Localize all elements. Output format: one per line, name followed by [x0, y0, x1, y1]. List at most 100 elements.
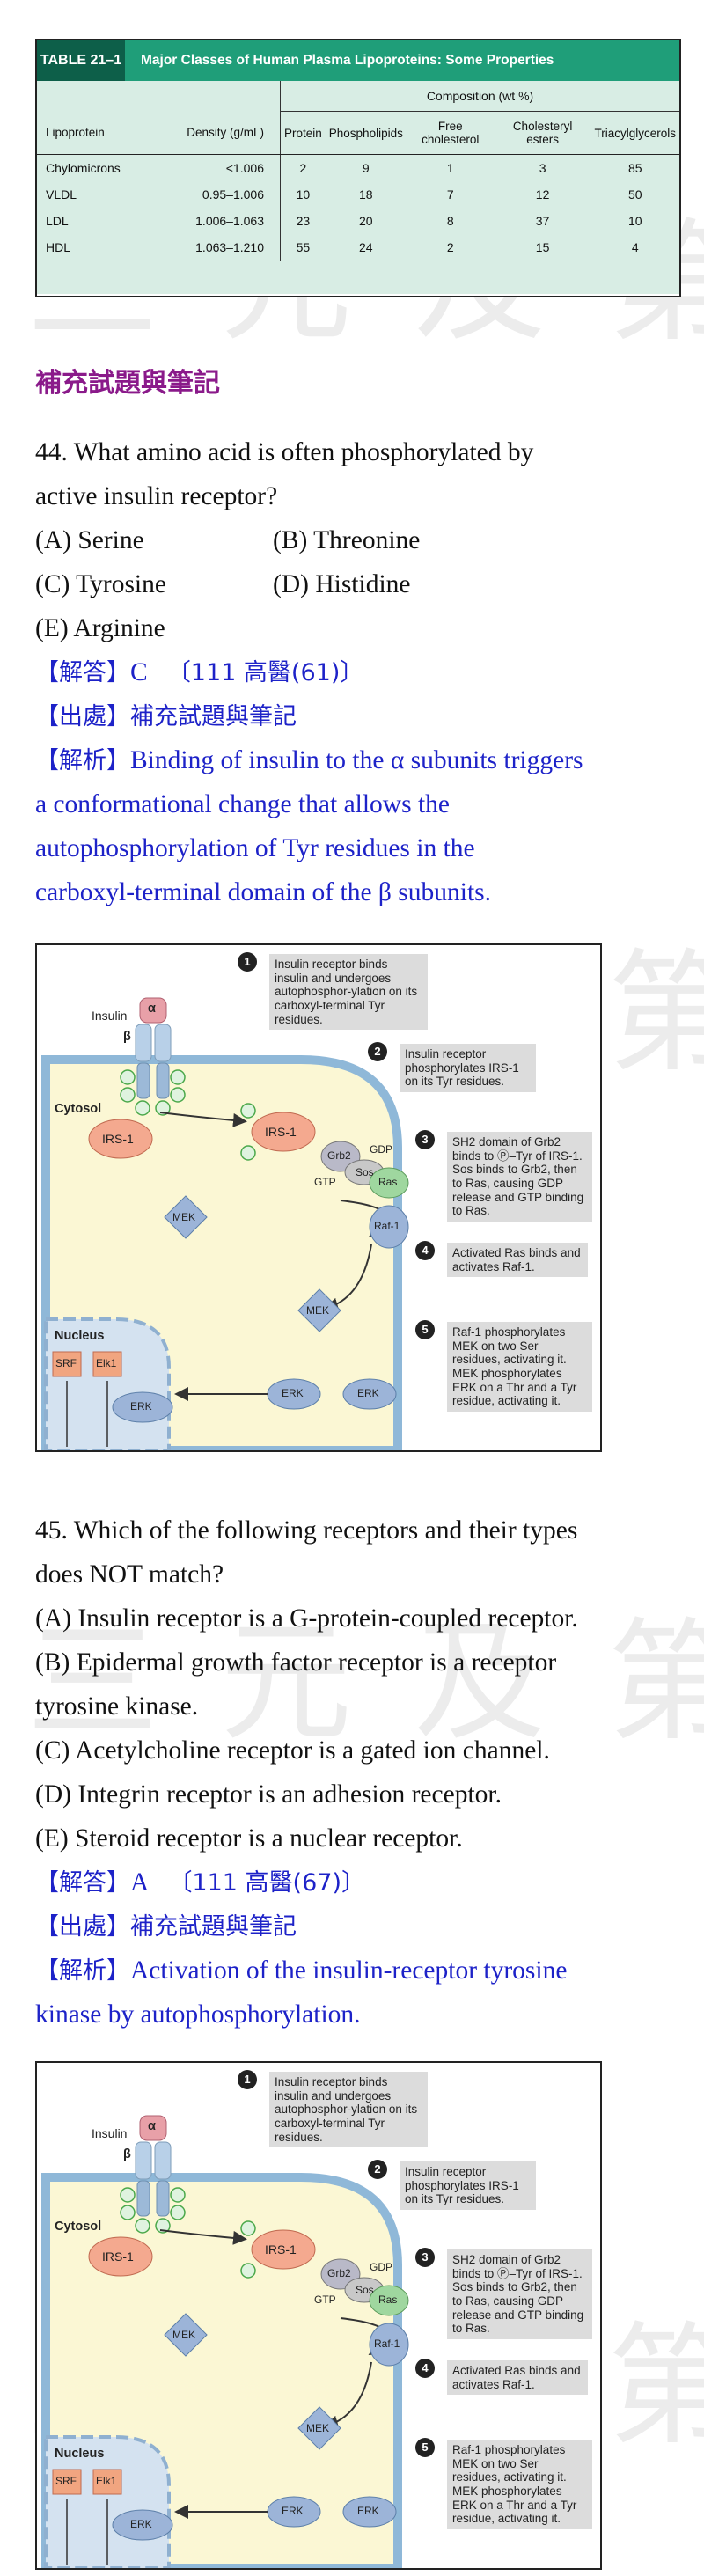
options-row: (C) Tyrosine (D) Histidine — [35, 571, 651, 598]
explanation-tag: 【解析】 — [35, 747, 130, 774]
step-2-legend: 2 Insulin receptor phosphorylates IRS-1 … — [368, 1042, 536, 1092]
section-title: 補充試題與筆記 — [35, 368, 220, 399]
table-row: Chylomicrons <1.006 2 9 1 3 85 — [37, 154, 679, 181]
step-text: Insulin receptor phosphorylates IRS-1 on… — [400, 1044, 536, 1092]
question-44-text: active insulin receptor? — [35, 482, 278, 510]
gtp-label: GTP — [314, 1176, 336, 1188]
cell: 0.95–1.006 — [202, 187, 264, 202]
step-5-legend: 5 Raf-1 phosphorylates MEK on two Ser re… — [415, 2438, 592, 2529]
options-row: (A) Serine (B) Threonine — [35, 526, 651, 554]
cell: 1 — [446, 161, 454, 175]
option-c: (C) Acetylcholine receptor is a gated io… — [35, 1736, 550, 1765]
insulin-signaling-figure: Insulin α β Cytosol Nucleus IRS-1 IRS-1 … — [35, 2061, 602, 2570]
cell: 12 — [535, 187, 550, 202]
step-4-legend: 4 Activated Ras binds and activates Raf-… — [415, 2359, 588, 2396]
source-value: 補充試題與筆記 — [130, 703, 297, 730]
step-4-legend: 4 Activated Ras binds and activates Raf-… — [415, 1241, 588, 1278]
cell: 8 — [446, 214, 454, 228]
insulin-label: Insulin — [92, 1009, 128, 1023]
cell: LDL — [46, 214, 69, 228]
col-header: Cholesteryl esters — [494, 111, 591, 155]
answer-line: 【解答】C 〔111 高醫(61)〕 — [35, 659, 364, 686]
ras-label: Ras — [378, 2293, 398, 2306]
step-text: SH2 domain of Grb2 binds to Ⓟ–Tyr of IRS… — [447, 2249, 592, 2339]
sos-label: Sos — [356, 1166, 374, 1178]
srf-label: SRF — [55, 2475, 77, 2487]
raf1-label: Raf-1 — [374, 1220, 400, 1232]
explanation-tag: 【解析】 — [35, 1957, 130, 1985]
step-5-legend: 5 Raf-1 phosphorylates MEK on two Ser re… — [415, 1320, 592, 1412]
explanation-line: 【解析】Activation of the insulin-receptor t… — [35, 1957, 567, 1985]
cell: 7 — [446, 187, 454, 202]
answer-tag: 【解答】 — [35, 659, 130, 686]
gtp-label: GTP — [314, 2293, 336, 2306]
answer-reference: 〔111 高醫(61)〕 — [166, 659, 364, 686]
source-line: 【出處】補充試題與筆記 — [35, 1914, 297, 1941]
source-tag: 【出處】 — [35, 1913, 130, 1941]
cell: 1.063–1.210 — [195, 240, 264, 254]
step-number: 2 — [368, 2160, 387, 2179]
step-text: Activated Ras binds and activates Raf-1. — [447, 1243, 588, 1278]
step-text: SH2 domain of Grb2 binds to Ⓟ–Tyr of IRS… — [447, 1132, 592, 1222]
alpha-label: α — [148, 1002, 156, 1016]
col-header: Lipoprotein — [37, 111, 146, 155]
ras-label: Ras — [378, 1176, 398, 1188]
option-e: (E) Steroid receptor is a nuclear recept… — [35, 1824, 463, 1853]
mek-label: MEK — [306, 2422, 330, 2434]
beta-label: β — [123, 1030, 131, 1044]
cell: 23 — [279, 208, 326, 234]
elk1-label: Elk1 — [96, 2475, 117, 2487]
insulin-signaling-figure: Insulin α β Cytosol Nucleus IRS-1 IRS-1 … — [35, 943, 602, 1452]
cell: 37 — [535, 214, 550, 228]
step-1-legend: 1 Insulin receptor binds insulin and und… — [238, 952, 428, 1031]
explanation-text: autophosphorylation of Tyr residues in t… — [35, 834, 475, 862]
step-text: Insulin receptor phosphorylates IRS-1 on… — [400, 2161, 536, 2210]
step-number: 5 — [415, 2438, 435, 2457]
table-number: TABLE 21–1 — [37, 40, 125, 81]
cell: 4 — [631, 240, 639, 254]
cell: 85 — [627, 161, 642, 175]
explanation-text: kinase by autophosphorylation. — [35, 2000, 361, 2029]
table-title: Major Classes of Human Plasma Lipoprotei… — [141, 53, 554, 68]
answer-tag: 【解答】 — [35, 1869, 130, 1897]
cell: VLDL — [46, 187, 77, 202]
irs1-label: IRS-1 — [102, 2249, 134, 2264]
nucleus-label: Nucleus — [55, 2447, 105, 2461]
col-header: Phospholipids — [325, 111, 407, 155]
step-text: Raf-1 phosphorylates MEK on two Ser resi… — [447, 2440, 592, 2529]
gdp-label: GDP — [370, 2261, 393, 2273]
cell: 2 — [279, 154, 326, 181]
cytosol-label: Cytosol — [55, 1102, 102, 1116]
step-1-legend: 1 Insulin receptor binds insulin and und… — [238, 2070, 428, 2148]
step-3-legend: 3 SH2 domain of Grb2 binds to Ⓟ–Tyr of I… — [415, 2248, 592, 2339]
erk-label: ERK — [130, 1400, 152, 1413]
answer-value: A — [130, 1868, 150, 1897]
erk-label: ERK — [357, 1387, 379, 1399]
erk-label: ERK — [282, 2505, 304, 2517]
step-number: 3 — [415, 2248, 435, 2267]
question-45-text: 45. Which of the following receptors and… — [35, 1516, 578, 1545]
explanation-text: Binding of insulin to the α subunits tri… — [130, 746, 583, 774]
col-header: Protein — [279, 111, 326, 155]
erk-label: ERK — [130, 2518, 152, 2530]
option-a: (A) Serine — [35, 526, 144, 554]
option-e: (E) Arginine — [35, 614, 165, 642]
step-number: 4 — [415, 2359, 435, 2378]
irs1-label: IRS-1 — [265, 1125, 297, 1139]
cell: HDL — [46, 240, 71, 254]
step-number: 5 — [415, 1320, 435, 1339]
question-44-text: 44. What amino acid is often phosphoryla… — [35, 438, 534, 466]
answer-reference: 〔111 高醫(67)〕 — [168, 1869, 365, 1897]
step-3-legend: 3 SH2 domain of Grb2 binds to Ⓟ–Tyr of I… — [415, 1130, 592, 1222]
explanation-line: 【解析】Binding of insulin to the α subunits… — [35, 746, 583, 774]
step-number: 3 — [415, 1130, 435, 1149]
cell: <1.006 — [225, 161, 264, 175]
elk1-label: Elk1 — [96, 1357, 117, 1369]
table-row: VLDL 0.95–1.006 10 18 7 12 50 — [37, 181, 679, 208]
question-45-text: does NOT match? — [35, 1560, 224, 1589]
source-value: 補充試題與筆記 — [130, 1913, 297, 1941]
step-2-legend: 2 Insulin receptor phosphorylates IRS-1 … — [368, 2160, 536, 2210]
cell: 18 — [359, 187, 373, 202]
erk-label: ERK — [282, 1387, 304, 1399]
step-number: 4 — [415, 1241, 435, 1260]
